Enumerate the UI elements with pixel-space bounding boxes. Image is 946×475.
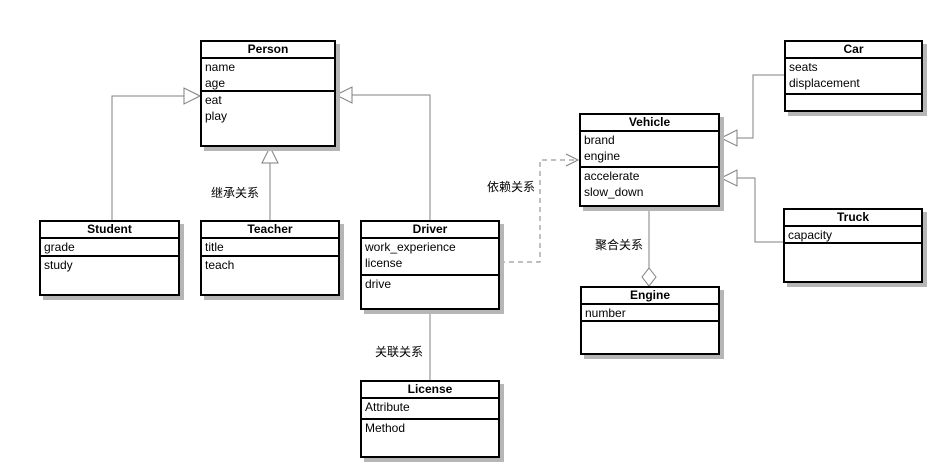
attributes-compartment: grade bbox=[41, 239, 178, 257]
attribute: Attribute bbox=[365, 400, 410, 414]
class-driver: Driver work_experience license drive bbox=[360, 220, 500, 310]
class-engine: Engine number bbox=[580, 286, 720, 355]
inheritance-arrowhead bbox=[183, 87, 202, 105]
inheritance-arrowhead bbox=[719, 169, 738, 187]
edge-label-association: 关联关系 bbox=[374, 345, 425, 359]
class-title: Student bbox=[41, 222, 178, 239]
dependency-arrowhead bbox=[565, 153, 580, 167]
attributes-compartment: name age bbox=[202, 59, 334, 92]
methods-compartment bbox=[786, 95, 921, 96]
class-title: Engine bbox=[582, 288, 718, 305]
methods-compartment bbox=[785, 244, 921, 245]
class-car: Car seats displacement bbox=[784, 40, 923, 112]
attributes-compartment: title bbox=[202, 239, 338, 257]
attribute: displacement bbox=[789, 76, 860, 90]
edge-student-person-inheritance bbox=[111, 87, 202, 221]
class-person: Person name age eat play bbox=[200, 40, 336, 147]
class-title: Person bbox=[202, 42, 334, 59]
edge-driver-person-inheritance bbox=[334, 86, 431, 220]
edge-label-inheritance: 继承关系 bbox=[210, 186, 261, 200]
attributes-compartment: brand engine bbox=[581, 132, 718, 168]
attribute: title bbox=[205, 240, 224, 254]
attributes-compartment: number bbox=[582, 305, 718, 322]
aggregation-diamond bbox=[641, 267, 657, 287]
methods-compartment: drive bbox=[362, 276, 498, 293]
class-truck: Truck capacity bbox=[783, 208, 923, 283]
inheritance-arrowhead bbox=[261, 145, 279, 164]
attribute: age bbox=[205, 76, 226, 90]
methods-compartment: teach bbox=[202, 257, 338, 274]
class-license: License Attribute Method bbox=[360, 380, 500, 458]
inheritance-arrowhead bbox=[334, 86, 353, 104]
method: teach bbox=[205, 258, 235, 272]
edge-driver-vehicle-dependency bbox=[500, 153, 580, 263]
attributes-compartment: Attribute bbox=[362, 399, 498, 420]
edge-teacher-person-inheritance bbox=[261, 145, 279, 220]
class-student: Student grade study bbox=[39, 220, 180, 296]
attribute: brand bbox=[584, 133, 615, 147]
edge-vehicle-engine-aggregation bbox=[641, 207, 657, 287]
method: study bbox=[44, 258, 73, 272]
attribute: capacity bbox=[788, 228, 833, 242]
edge-label-aggregation: 聚合关系 bbox=[594, 238, 645, 252]
inheritance-arrowhead bbox=[719, 129, 738, 147]
class-title: Vehicle bbox=[581, 115, 718, 132]
attribute: name bbox=[205, 60, 236, 74]
attributes-compartment: work_experience license bbox=[362, 239, 498, 276]
methods-compartment bbox=[582, 322, 718, 323]
methods-compartment: Method bbox=[362, 420, 498, 437]
attribute: number bbox=[585, 306, 626, 320]
attributes-compartment: capacity bbox=[785, 227, 921, 244]
class-teacher: Teacher title teach bbox=[200, 220, 340, 296]
attribute: seats bbox=[789, 60, 818, 74]
method: accelerate bbox=[584, 169, 640, 183]
class-title: License bbox=[362, 382, 498, 399]
class-title: Driver bbox=[362, 222, 498, 239]
method: slow_down bbox=[584, 185, 644, 199]
attributes-compartment: seats displacement bbox=[786, 59, 921, 95]
class-title: Car bbox=[786, 42, 921, 59]
method: drive bbox=[365, 277, 392, 291]
attribute: work_experience bbox=[365, 240, 456, 254]
class-title: Teacher bbox=[202, 222, 338, 239]
edge-car-vehicle-inheritance bbox=[719, 74, 784, 147]
class-title: Truck bbox=[785, 210, 921, 227]
class-vehicle: Vehicle brand engine accelerate slow_dow… bbox=[579, 113, 720, 207]
method: Method bbox=[365, 421, 406, 435]
edge-truck-vehicle-inheritance bbox=[719, 169, 783, 243]
methods-compartment: accelerate slow_down bbox=[581, 168, 718, 201]
attribute: grade bbox=[44, 240, 75, 254]
attribute: engine bbox=[584, 149, 621, 163]
methods-compartment: study bbox=[41, 257, 178, 274]
edge-label-dependency: 依赖关系 bbox=[486, 180, 537, 194]
methods-compartment: eat play bbox=[202, 92, 334, 125]
method: play bbox=[205, 109, 228, 123]
attribute: license bbox=[365, 256, 403, 270]
method: eat bbox=[205, 93, 222, 107]
